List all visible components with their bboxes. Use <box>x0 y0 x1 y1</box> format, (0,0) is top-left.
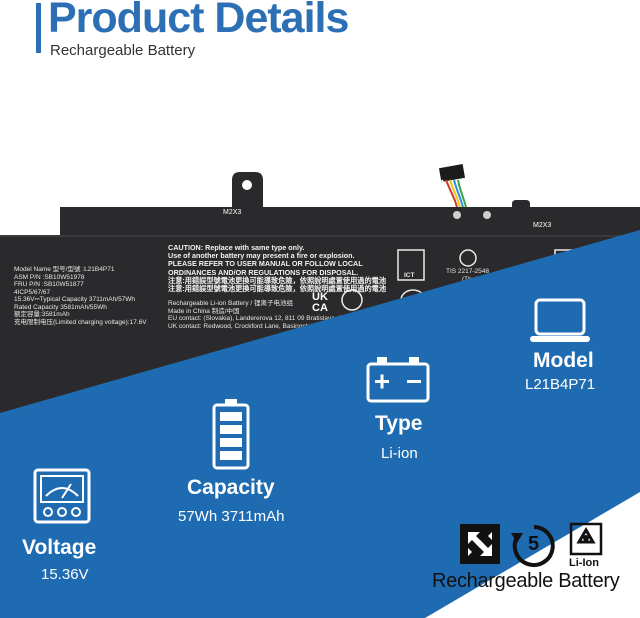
origin-block: Rechargeable Li-ion Battery / 锂离子电池组 Mad… <box>168 300 363 330</box>
recycle-arrows-icon <box>460 524 500 564</box>
model-line: Rated Capacity 3581mAh/55Wh <box>14 303 107 311</box>
model-info-block: Model Name 型号/型號 :L21B4P71 ASM P/N :SB10… <box>14 266 147 326</box>
voltage-title: Voltage <box>22 536 97 559</box>
origin-line: EU contact: (Slovakia), Landererova 12, … <box>168 315 363 322</box>
page-title: Product Details <box>48 0 349 42</box>
origin-line: Made in China 制造/中国 <box>168 307 240 315</box>
model-line: 4ICP5/67/67 <box>14 288 51 296</box>
battery-level-icon <box>212 399 250 470</box>
recycle-number-icon <box>511 525 555 567</box>
model-title: Model <box>533 349 594 372</box>
type-value: Li-ion <box>381 445 418 462</box>
caution-line: PLEASE REFER TO USER MANUAL OR FOLLOW LO… <box>168 259 363 269</box>
ukca-bottom: CA <box>312 302 328 314</box>
type-title: Type <box>375 412 423 435</box>
caution-line: Use of another battery may present a fir… <box>168 251 355 261</box>
car-battery-icon <box>366 357 430 403</box>
tis-number: TIS 2217-2548 <box>446 268 490 275</box>
caution-block: CAUTION: Replace with same type only. Us… <box>168 243 387 294</box>
capacity-value: 57Wh 3711mAh <box>178 508 285 525</box>
liion-recycle-icon <box>569 522 603 556</box>
screw-label-right: M2X3 <box>533 222 552 229</box>
ict-mark: ICT <box>404 272 415 279</box>
page-subtitle: Rechargeable Battery <box>50 42 196 59</box>
header-accent-bar <box>36 3 41 53</box>
model-line: 额定容量:3581mAh <box>14 311 70 318</box>
footer-title: Rechargeable Battery <box>432 570 620 592</box>
ukca-mark: UK CA <box>312 292 328 314</box>
ukca-top: UK <box>312 291 328 303</box>
model-line: 充电限制电压(Limited charging voltage):17.6V <box>14 318 147 326</box>
screw-label-left: M2X3 <box>223 209 242 216</box>
model-line: 15.36V⎓Typical Capacity 3711mAh/57Wh <box>14 296 136 303</box>
caution-line: 注意:用錯誤型號電池更換可能導致危險，依照說明處置使用過的電池 <box>168 275 387 285</box>
model-line: FRU P/N :SB10W51877 <box>14 281 84 288</box>
caution-line: CAUTION: Replace with same type only. <box>168 243 305 252</box>
voltmeter-icon <box>33 468 91 524</box>
origin-line: UK contact: Redwood, Crockford Lane, Bas… <box>168 322 344 330</box>
laptop-icon <box>530 298 590 342</box>
model-value: L21B4P71 <box>525 376 596 393</box>
liion-label: Li-Ion <box>569 557 599 569</box>
recycle-number: 5 <box>528 533 540 555</box>
capacity-title: Capacity <box>187 476 275 499</box>
model-line: Model Name 型号/型號 :L21B4P71 <box>14 266 115 273</box>
model-line: ASM P/N :SB10W51978 <box>14 273 85 281</box>
caution-line: ORDINANCES AND/OR REGULATIONS FOR DISPOS… <box>168 267 359 277</box>
caution-line: 注意:用錯誤型號電池更換可能導致危險，依照說明處置使用過的電池 <box>168 284 387 294</box>
voltage-value: 15.36V <box>41 566 89 583</box>
origin-line: Rechargeable Li-ion Battery / 锂离子电池组 <box>168 300 293 307</box>
